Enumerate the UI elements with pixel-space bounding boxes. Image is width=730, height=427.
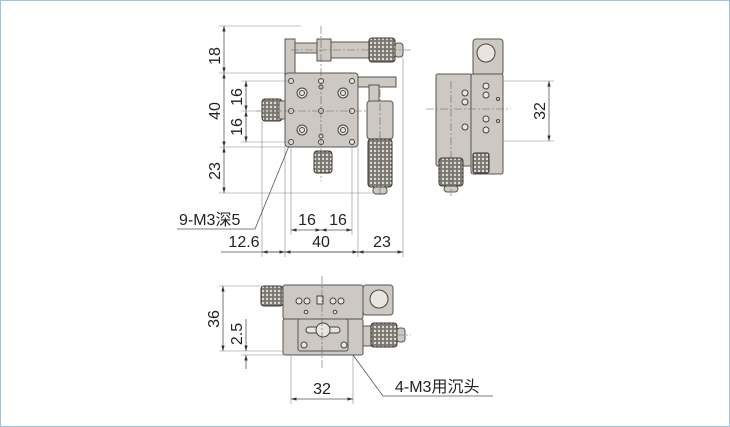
dim-18: 18: [207, 47, 224, 65]
lock-knob-bottom[interactable]: [313, 150, 333, 174]
dim-16-upper: 16: [229, 88, 246, 106]
side-body-left: [435, 73, 473, 167]
micrometer-shaft-right: [368, 84, 380, 104]
side-holes: [461, 82, 500, 134]
micrometer-shaft: [294, 42, 318, 54]
hole-callout-4-m3: 4-M3用沉头: [395, 378, 479, 396]
dim-2-5: 2.5: [229, 323, 246, 345]
front-holes: [295, 295, 348, 349]
side-body-right: [470, 73, 504, 175]
top-view: 18 40 23 16 16 16 16 12.6 40 23 9-M3深5: [177, 25, 411, 257]
dim-16-lower: 16: [229, 118, 246, 136]
front-knob: [260, 285, 284, 307]
dim-23-vertical: 23: [207, 162, 224, 180]
leader-line: [177, 145, 290, 230]
dim-40-vertical: 40: [207, 102, 224, 120]
bracket: [284, 38, 296, 76]
dim-12-6: 12.6: [228, 234, 259, 251]
side-view: 32: [426, 38, 554, 196]
dim-32-front: 32: [313, 381, 331, 398]
dim-32-side: 32: [532, 102, 549, 120]
dim-16-right: 16: [329, 212, 347, 229]
dim-40-horizontal: 40: [312, 234, 330, 251]
front-thimble: [370, 322, 398, 348]
side-knob: [472, 152, 490, 174]
dim-36: 36: [206, 310, 223, 328]
hole-callout-9-m3: 9-M3深5: [179, 211, 240, 229]
dim-23-horizontal: 23: [373, 234, 391, 251]
dim-16-left: 16: [298, 212, 316, 229]
front-view: 36 2.5 32 4-M3用沉头: [206, 276, 493, 404]
